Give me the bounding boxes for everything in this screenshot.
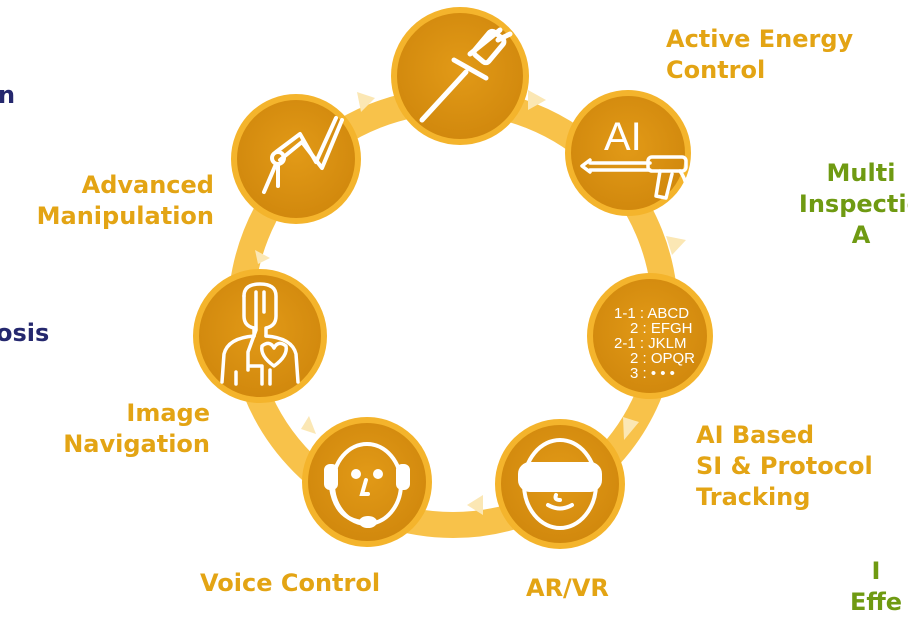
arrow-chevron bbox=[666, 236, 686, 255]
label-line: osis bbox=[0, 319, 50, 347]
label-cut-bottom-right: I Effe bbox=[836, 556, 908, 618]
label-line: SI & Protocol bbox=[696, 452, 873, 480]
protocol-line: 1-1 : ABCD bbox=[614, 305, 689, 322]
cycle-arrows bbox=[255, 90, 686, 515]
ai-energy-device-icon: AI bbox=[580, 115, 688, 200]
protocol-line: 2 : EFGH bbox=[630, 320, 693, 337]
arrow-chevron bbox=[255, 250, 270, 264]
node-advanced-manipulation bbox=[231, 94, 361, 224]
label-line: I bbox=[871, 557, 881, 585]
label-image-navigation: Image Navigation bbox=[63, 398, 210, 460]
label-line: Manipulation bbox=[36, 202, 214, 230]
label-advanced-manipulation: Advanced Manipulation bbox=[37, 170, 214, 232]
label-line: Control bbox=[666, 56, 766, 84]
label-line: A bbox=[851, 221, 871, 249]
protocol-line: 3 : • • • bbox=[630, 365, 675, 382]
body-anatomy-icon bbox=[220, 282, 300, 386]
arrow-chevron bbox=[301, 416, 316, 434]
label-line: Inspectio bbox=[798, 190, 908, 218]
label-line: Image bbox=[126, 399, 210, 427]
protocol-list-icon: 1-1 : ABCD 2 : EFGH 2-1 : JKLM 2 : OPQR … bbox=[614, 305, 695, 382]
label-cut-top-left: n bbox=[0, 80, 15, 111]
label-line: AR/VR bbox=[526, 574, 609, 602]
label-line: Voice Control bbox=[200, 569, 381, 597]
protocol-line: 2-1 : JKLM bbox=[614, 335, 687, 352]
protocol-line: 2 : OPQR bbox=[630, 350, 695, 367]
label-ai-based-si-protocol-tracking: AI Based SI & Protocol Tracking bbox=[696, 420, 873, 513]
node-top-instrument bbox=[391, 7, 529, 145]
arrow-chevron bbox=[528, 90, 546, 110]
node-ar-vr bbox=[495, 419, 625, 549]
label-ar-vr: AR/VR bbox=[526, 573, 609, 604]
label-line: Effe bbox=[849, 588, 903, 616]
label-line: Navigation bbox=[63, 430, 210, 458]
label-cut-left: osis bbox=[0, 318, 49, 349]
node-ai-based-si-protocol: 1-1 : ABCD 2 : EFGH 2-1 : JKLM 2 : OPQR … bbox=[587, 273, 713, 399]
robotic-arm-icon bbox=[262, 116, 344, 194]
label-active-energy-control: Active Energy Control bbox=[666, 24, 853, 86]
label-voice-control: Voice Control bbox=[200, 568, 380, 599]
label-line: Advanced bbox=[81, 171, 214, 199]
node-active-energy-control: AI bbox=[565, 90, 691, 216]
node-image-navigation bbox=[193, 269, 327, 403]
label-line: AI Based bbox=[696, 421, 815, 449]
node-voice-control bbox=[302, 417, 432, 547]
vr-headset-icon bbox=[518, 438, 602, 530]
surgical-instrument-icon bbox=[419, 27, 513, 123]
arrow-chevron bbox=[623, 417, 639, 440]
label-line: Tracking bbox=[696, 483, 811, 511]
label-multi-inspection: Multi Inspectio A bbox=[776, 158, 908, 251]
label-line: Active Energy bbox=[666, 25, 854, 53]
arrow-chevron bbox=[357, 92, 375, 112]
label-line: Multi bbox=[826, 159, 896, 187]
arrow-chevron bbox=[467, 495, 483, 515]
label-line: n bbox=[0, 81, 16, 109]
headset-face-icon bbox=[324, 442, 410, 528]
ai-text: AI bbox=[604, 115, 642, 159]
